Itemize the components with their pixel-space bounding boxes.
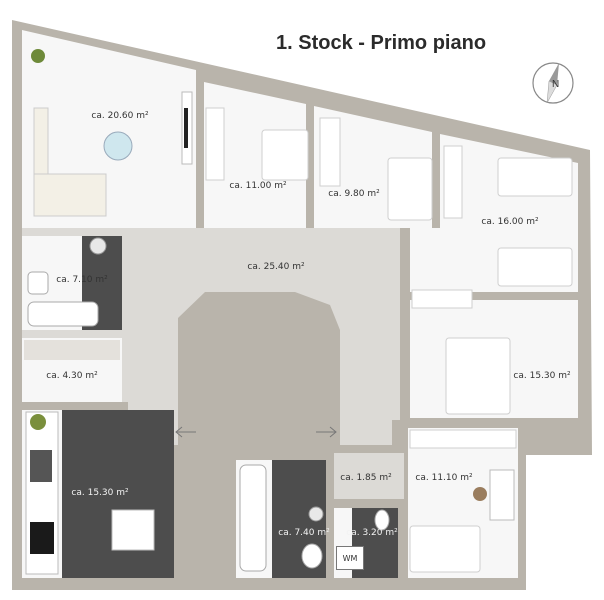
bath-2-toilet bbox=[301, 543, 323, 569]
coffee-table bbox=[103, 131, 133, 161]
beds bbox=[261, 129, 573, 573]
storage-shelf bbox=[24, 340, 120, 360]
wardrobes bbox=[205, 107, 517, 449]
washing-machine: WM bbox=[336, 546, 364, 570]
bath-1-tub bbox=[27, 301, 99, 327]
wardrobe-bedroom-2 bbox=[319, 117, 341, 187]
wardrobe-bedroom-4 bbox=[411, 289, 473, 309]
sofa-seat bbox=[33, 173, 107, 217]
bed-bedroom-3-lower bbox=[497, 247, 573, 287]
area-label-bedroom-3: ca. 16.00 m² bbox=[481, 217, 539, 227]
area-label-bedroom-1: ca. 11.00 m² bbox=[229, 181, 287, 191]
area-label-corridor: ca. 1.85 m² bbox=[340, 473, 392, 483]
bed-bedroom-3-upper bbox=[497, 157, 573, 197]
bed-bedroom-2 bbox=[387, 157, 433, 221]
kitchen-sink bbox=[30, 450, 52, 482]
bath-1-sink bbox=[89, 237, 107, 255]
bath-1-toilet bbox=[27, 271, 49, 295]
area-label-bedroom-4: ca. 15.30 m² bbox=[513, 371, 571, 381]
arrow-right bbox=[316, 426, 337, 438]
plan-title: 1. Stock - Primo piano bbox=[276, 32, 487, 54]
area-label-living: ca. 20.60 m² bbox=[91, 111, 149, 121]
living-plant bbox=[31, 49, 45, 63]
area-label-hall: ca. 25.40 m² bbox=[247, 262, 305, 272]
desk-chair bbox=[473, 487, 487, 501]
area-label-bedroom-5: ca. 11.10 m² bbox=[415, 473, 473, 483]
wardrobe-bedroom-1 bbox=[205, 107, 225, 181]
area-label-kitchen: ca. 15.30 m² bbox=[71, 488, 129, 498]
desk bbox=[489, 469, 515, 521]
bed-bedroom-4 bbox=[445, 337, 511, 415]
wardrobe-bedroom-3 bbox=[443, 145, 463, 219]
wardrobe-bedroom-5 bbox=[409, 429, 517, 449]
kitchen-stove bbox=[30, 522, 54, 554]
bed-bedroom-1 bbox=[261, 129, 309, 181]
bath-2-sink bbox=[308, 506, 324, 522]
area-label-bath-1: ca. 7.10 m² bbox=[56, 275, 108, 285]
kitchen-plant bbox=[30, 414, 46, 430]
laundry-toilet bbox=[374, 509, 390, 531]
dining-table bbox=[111, 509, 155, 551]
area-label-laundry: ca. 3.20 m² bbox=[346, 528, 398, 538]
compass-icon: N bbox=[532, 62, 574, 104]
compass-label: N bbox=[552, 79, 559, 90]
stair-arrows bbox=[175, 426, 337, 438]
area-label-storage: ca. 4.30 m² bbox=[46, 371, 98, 381]
area-label-bedroom-2: ca. 9.80 m² bbox=[328, 189, 380, 199]
room-bedroom-1 bbox=[204, 82, 306, 228]
tv bbox=[184, 108, 188, 148]
arrow-left bbox=[175, 426, 196, 438]
bath-2-tub bbox=[239, 464, 267, 572]
area-label-bath-2: ca. 7.40 m² bbox=[278, 528, 330, 538]
bed-bedroom-5 bbox=[409, 525, 481, 573]
room-corridor bbox=[334, 453, 404, 499]
